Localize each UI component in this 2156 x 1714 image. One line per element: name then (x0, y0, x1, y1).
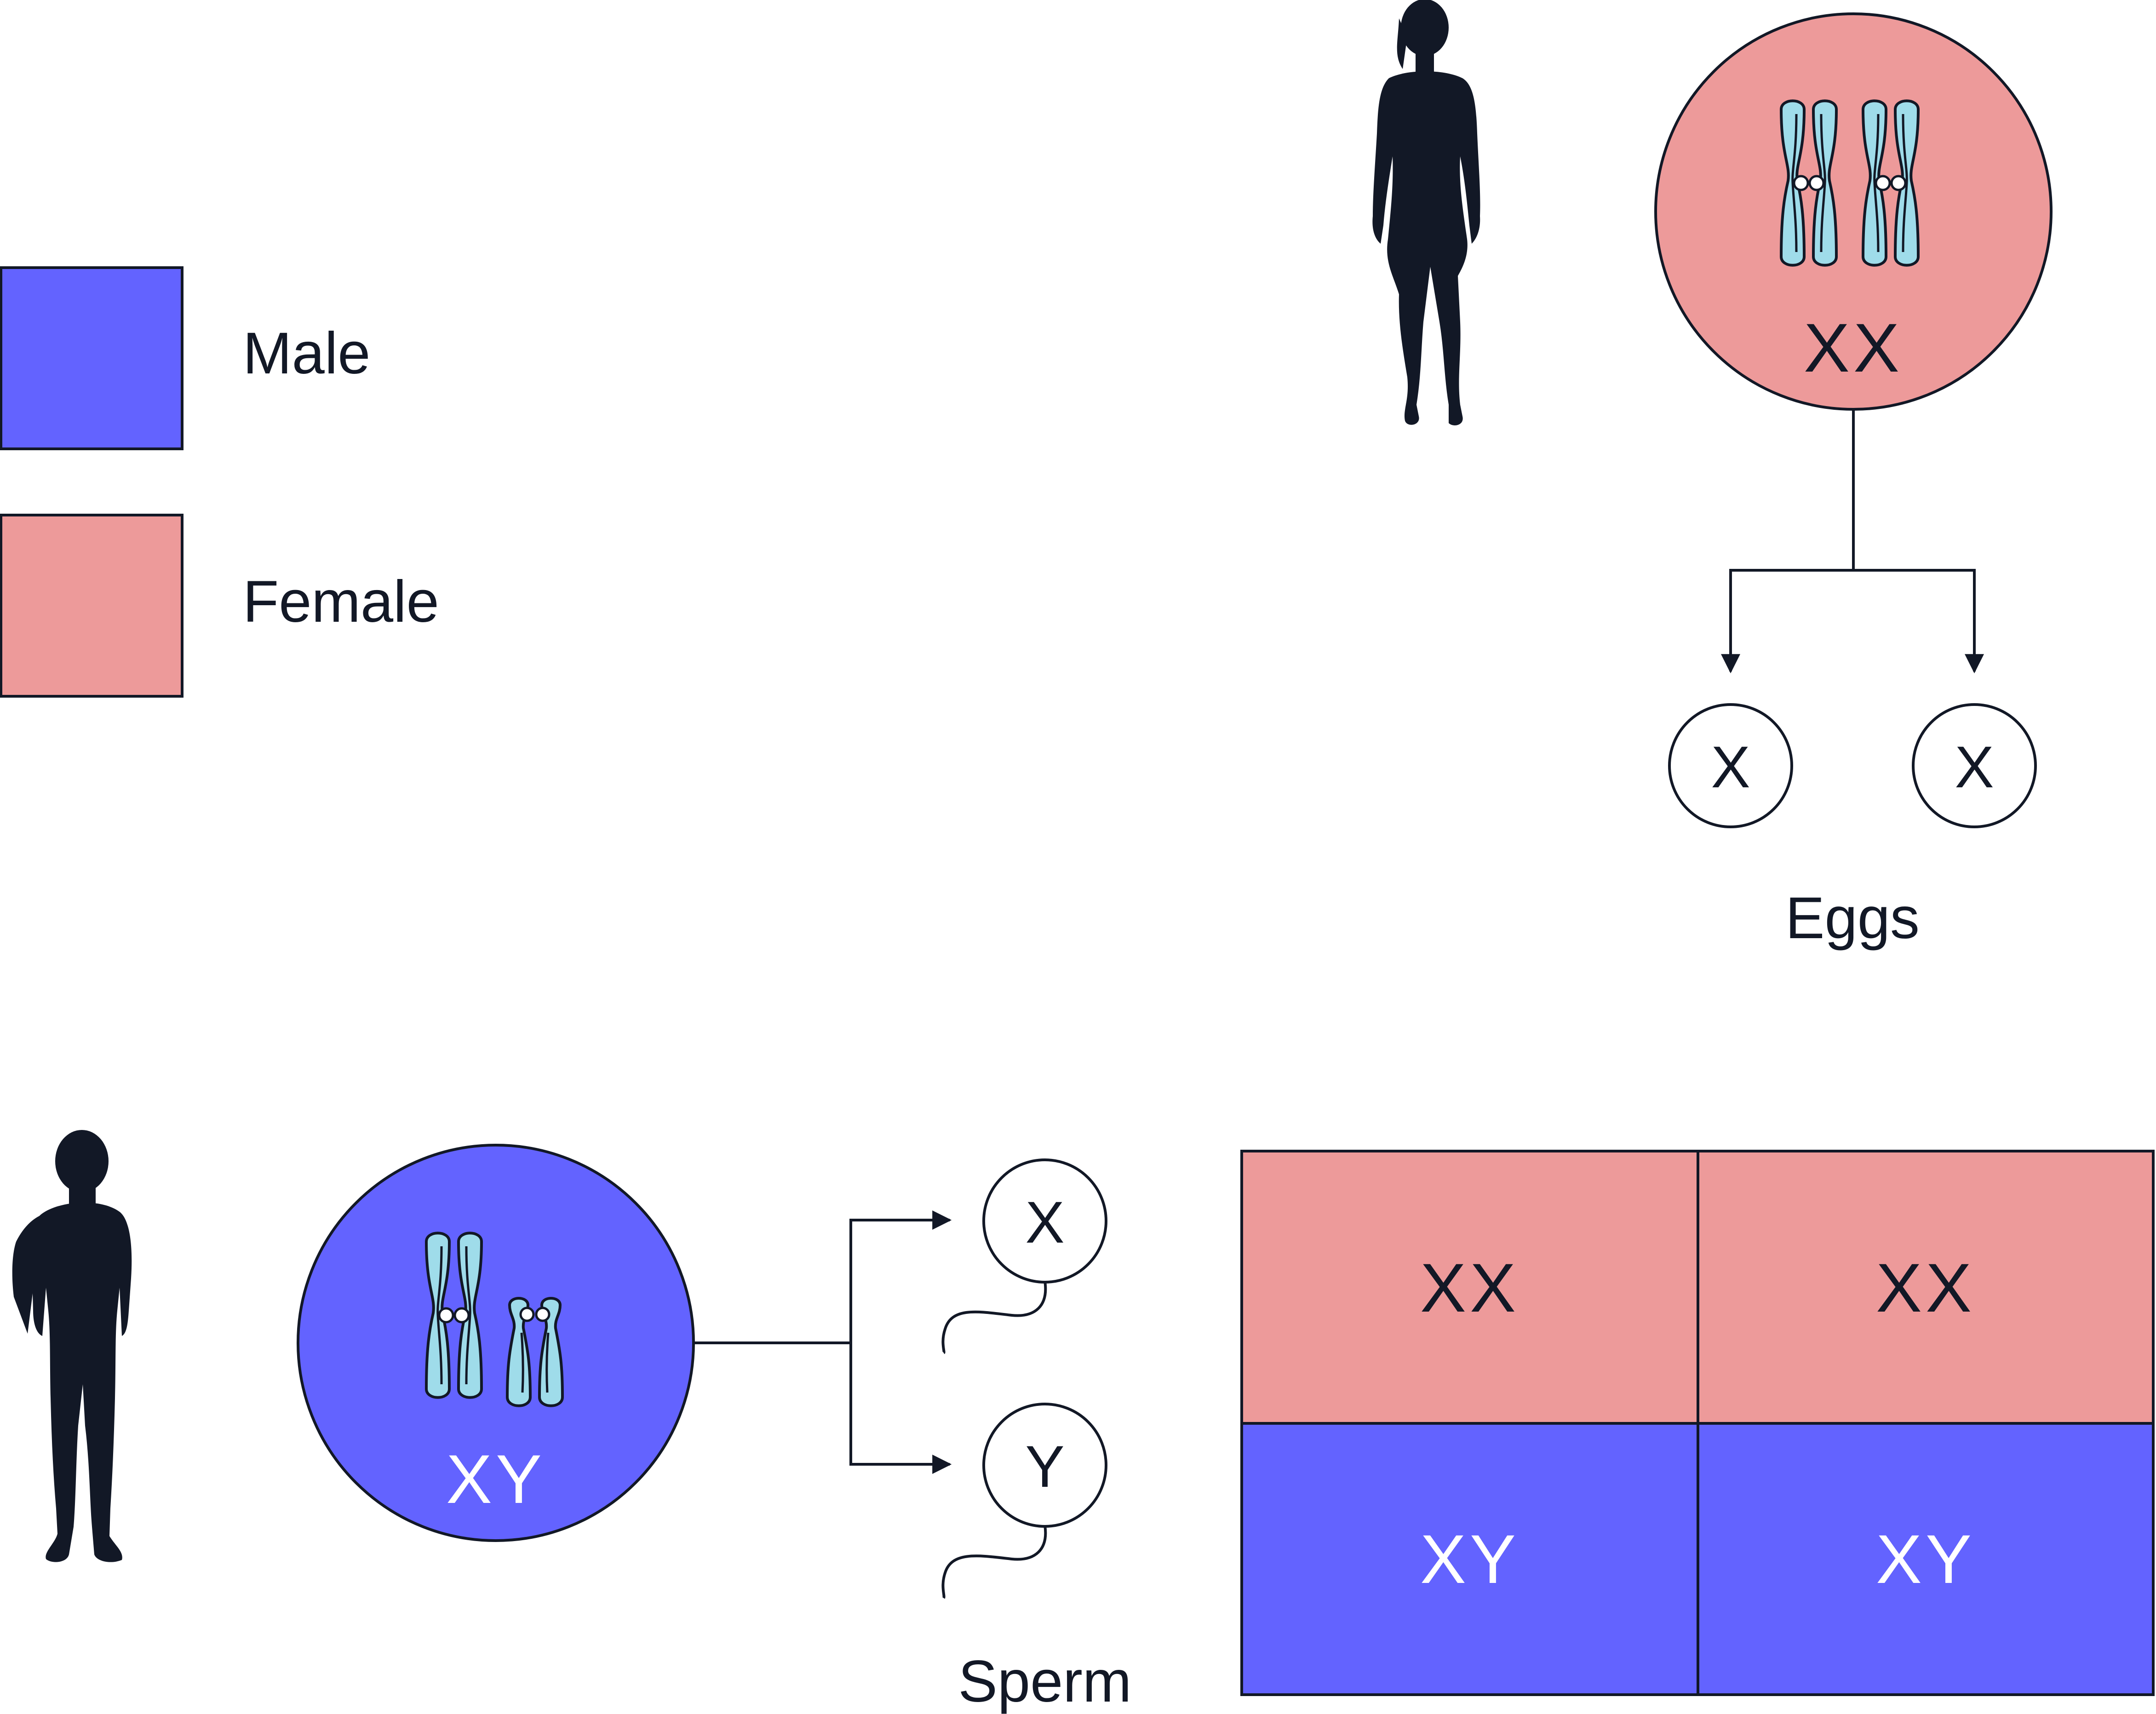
egg-1-label: X (1711, 734, 1750, 800)
egg-2-label: X (1955, 734, 1994, 800)
eggs-label: Eggs (1785, 885, 1920, 951)
punnett-square: XX XX XY XY (1240, 1150, 2155, 1696)
punnett-cell-label: XX (1876, 1249, 1975, 1326)
sperm-1: X (941, 1158, 1107, 1354)
x-chromosome-2 (1863, 101, 1918, 265)
female-gamete-connectors (1721, 409, 1984, 674)
punnett-cell (1697, 1422, 2155, 1696)
legend-male-swatch (0, 266, 183, 450)
female-chromosomes (1781, 101, 1918, 265)
male-chromosomes (426, 1233, 562, 1406)
man-silhouette-icon (12, 1130, 132, 1562)
punnett-cell-label: XX (1420, 1249, 1520, 1326)
egg-1: X (1668, 703, 1793, 828)
sperm-2-tail (941, 1525, 1047, 1599)
female-cell: XX (1654, 12, 2053, 411)
x-chromosome-1 (1781, 101, 1836, 265)
y-chromosome-male (507, 1298, 562, 1406)
legend-female-swatch (0, 514, 183, 698)
sperm-2-label: Y (1025, 1434, 1064, 1500)
x-chromosome-male (426, 1233, 482, 1398)
legend-female-label: Female (243, 569, 439, 635)
punnett-cell-label: XY (1876, 1520, 1975, 1598)
sperm-label: Sperm (958, 1649, 1132, 1714)
sperm-2: Y (941, 1403, 1107, 1599)
female-genotype: XX (1804, 309, 1903, 386)
punnett-cell-label: XY (1420, 1520, 1520, 1598)
legend: Male Female (0, 266, 439, 698)
punnett-cell (1697, 1150, 2155, 1425)
woman-silhouette-icon (1372, 0, 1480, 425)
male-gamete-connectors (694, 1210, 952, 1474)
male-cell: XY (297, 1144, 695, 1542)
egg-2: X (1912, 703, 2037, 828)
sperm-1-tail (941, 1281, 1047, 1354)
legend-male-label: Male (243, 321, 370, 386)
sperm-1-label: X (1025, 1190, 1064, 1255)
male-genotype: XY (446, 1440, 545, 1518)
